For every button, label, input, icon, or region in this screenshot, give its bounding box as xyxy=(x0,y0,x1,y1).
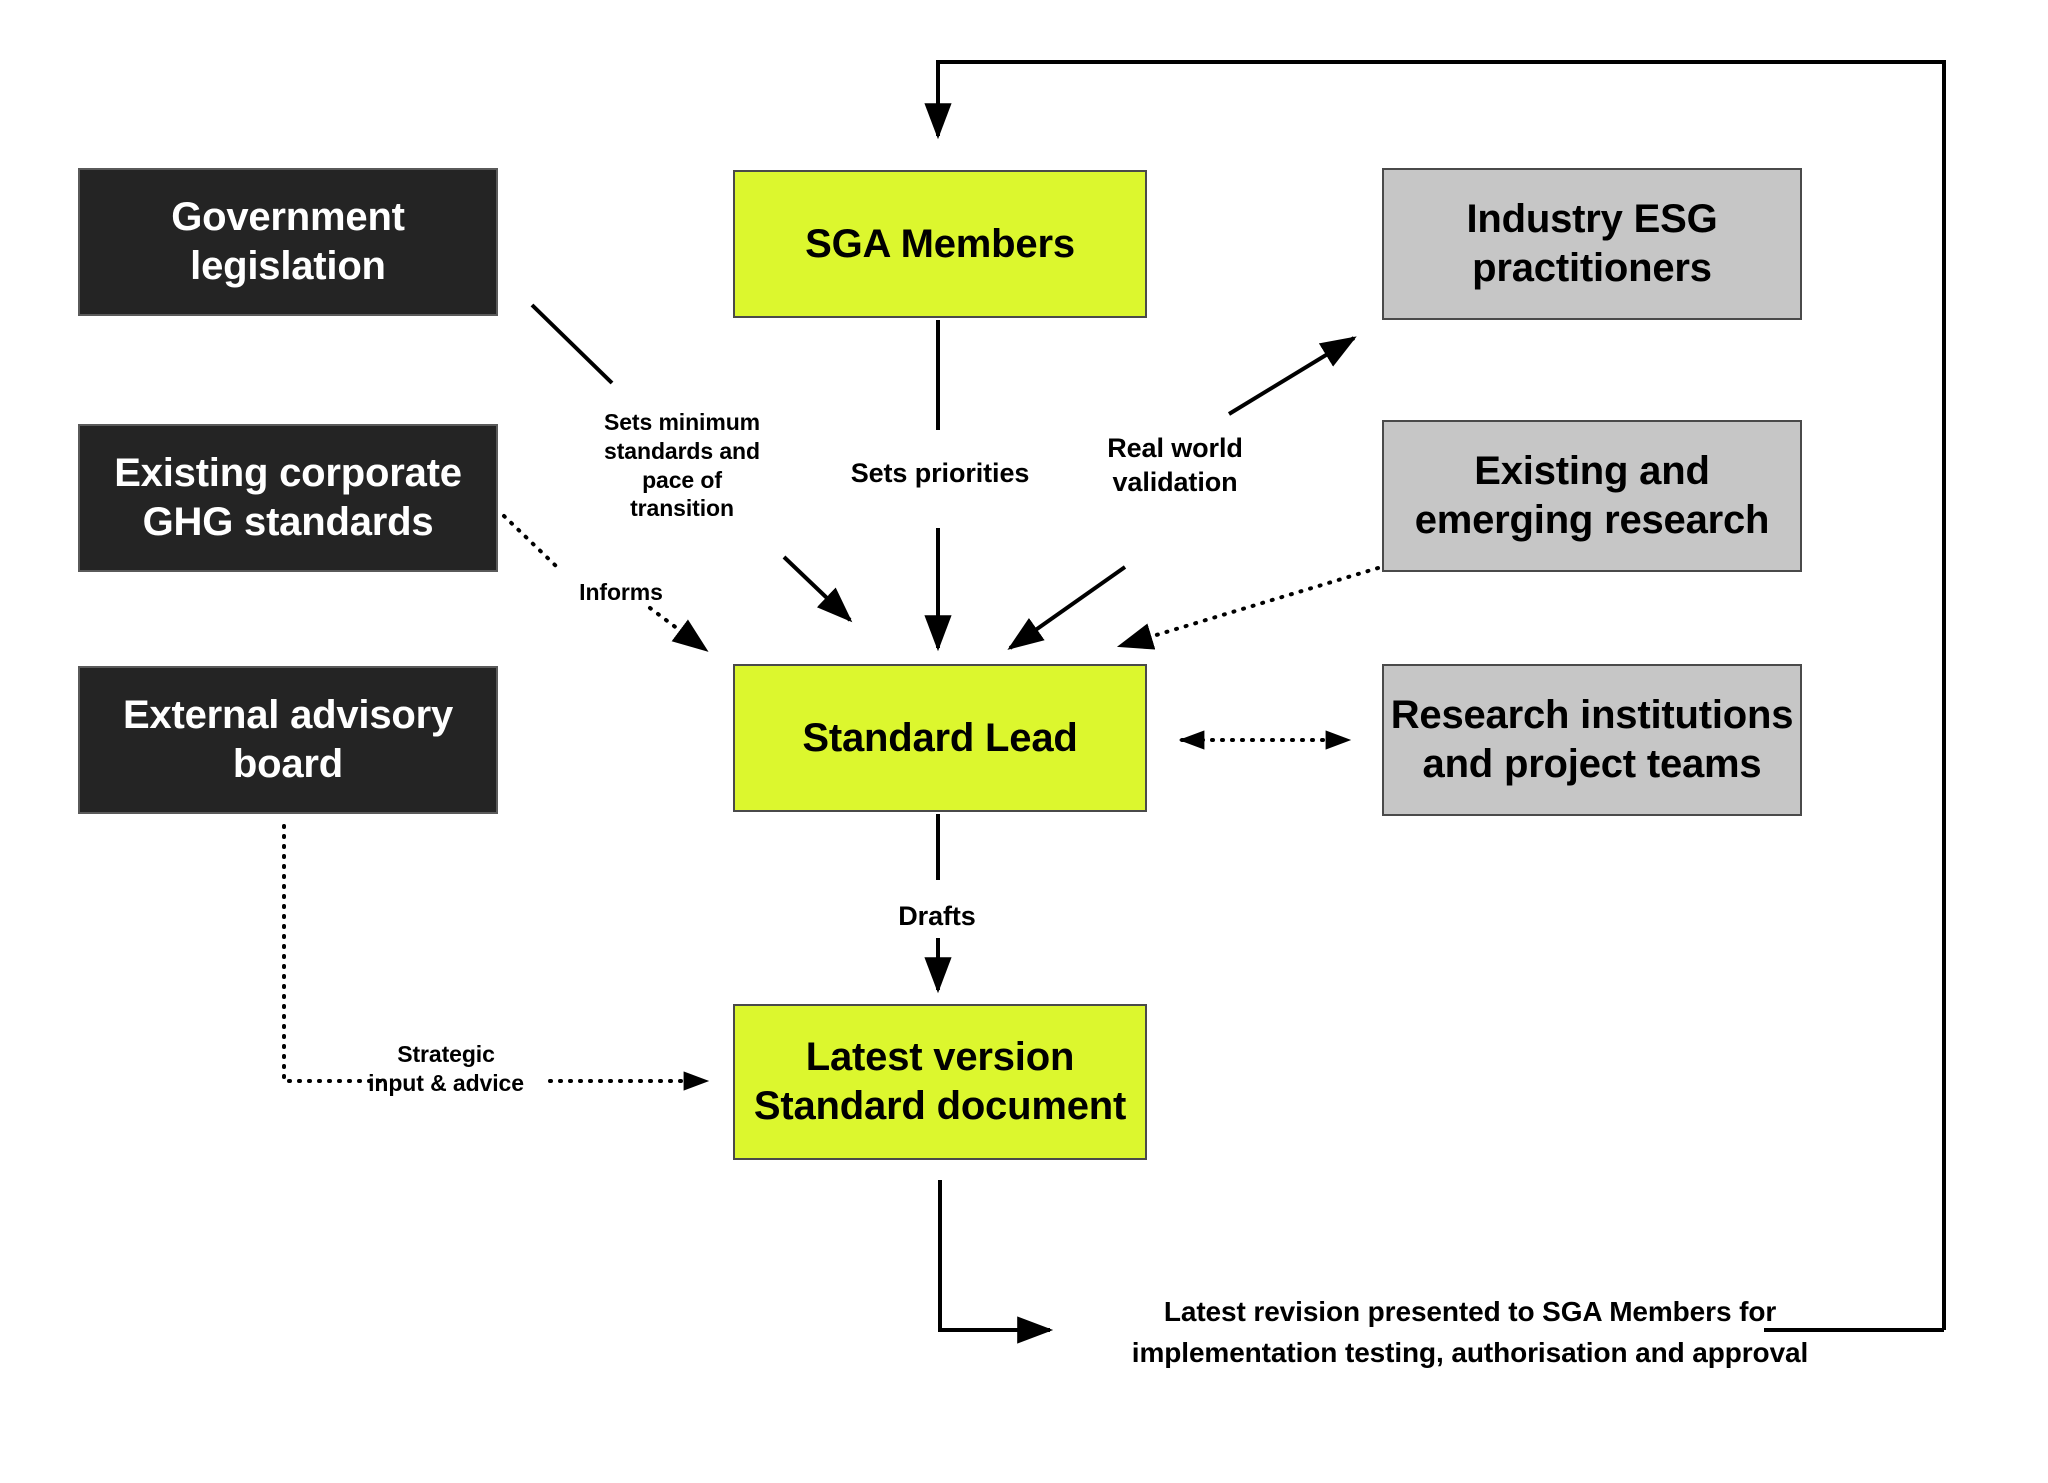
edge-label-latest-revision-caption: Latest revision presented to SGA Members… xyxy=(1131,1296,1809,1368)
node-external-advisory-board[interactable]: External advisory board xyxy=(78,666,498,814)
edge-label-strategic-input-advice: Strategic input & advice xyxy=(368,1041,524,1096)
node-standard-lead[interactable]: Standard Lead xyxy=(733,664,1147,812)
node-government-legislation[interactable]: Government legislation xyxy=(78,168,498,316)
node-label: External advisory board xyxy=(122,693,454,786)
node-label: Existing and emerging research xyxy=(1414,449,1770,542)
node-latest-version-standard-document[interactable]: Latest version Standard document xyxy=(733,1004,1147,1160)
connector-emerging-research-to-standard-lead xyxy=(1116,566,1380,650)
node-label: Government legislation xyxy=(171,195,405,288)
edge-label-sets-minimum-standards: Sets minimum standards and pace of trans… xyxy=(603,409,760,522)
node-label: Research institutions and project teams xyxy=(1390,693,1794,786)
node-label: SGA Members xyxy=(805,221,1075,266)
edge-label-real-world-validation: Real world validation xyxy=(1107,433,1243,497)
node-label: Standard Lead xyxy=(802,715,1078,760)
node-research-institutions-and-project-teams[interactable]: Research institutions and project teams xyxy=(1382,664,1802,816)
edge-label-informs: Informs xyxy=(579,579,663,605)
node-sga-members[interactable]: SGA Members xyxy=(733,170,1147,318)
node-label: Industry ESG practitioners xyxy=(1466,197,1718,290)
node-label: Existing corporate GHG standards xyxy=(114,451,462,544)
edge-label-sets-priorities: Sets priorities xyxy=(850,458,1030,488)
node-existing-and-emerging-research[interactable]: Existing and emerging research xyxy=(1382,420,1802,572)
node-existing-corporate-ghg-standards[interactable]: Existing corporate GHG standards xyxy=(78,424,498,572)
node-label: Latest version Standard document xyxy=(753,1035,1127,1128)
node-industry-esg-practitioners[interactable]: Industry ESG practitioners xyxy=(1382,168,1802,320)
edge-label-drafts: Drafts xyxy=(898,901,976,931)
